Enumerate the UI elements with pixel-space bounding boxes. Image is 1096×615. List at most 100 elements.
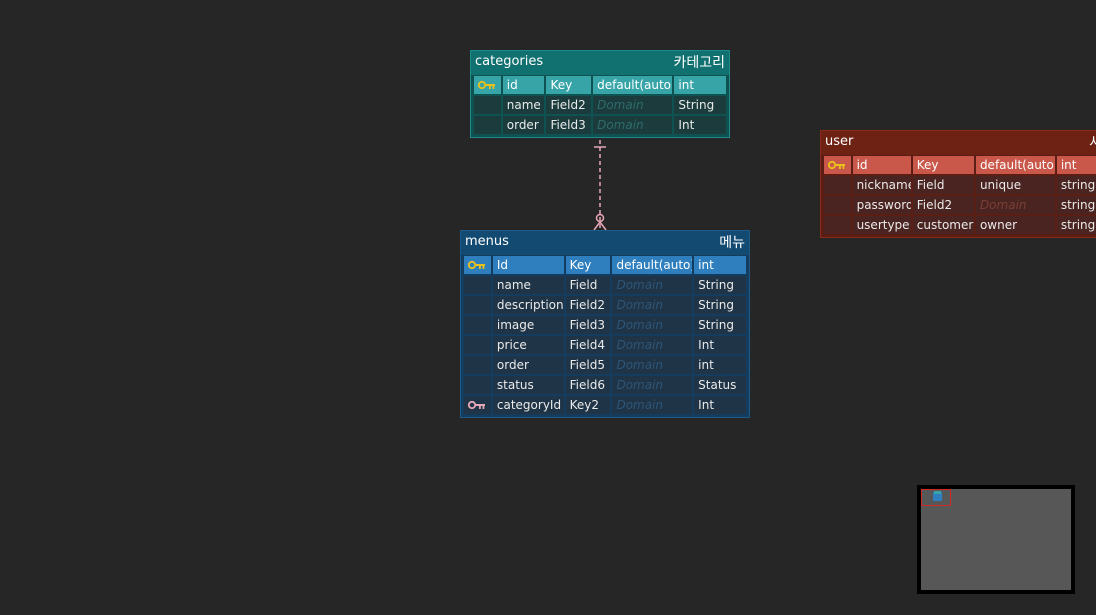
column-type[interactable]: string [1056, 216, 1096, 234]
column-name[interactable]: name [502, 96, 545, 114]
column-domain[interactable]: Domain [612, 276, 693, 294]
column-key[interactable]: Field3 [546, 116, 592, 134]
entity-label: 카테고리 [673, 55, 725, 71]
column-name[interactable]: Id [492, 256, 564, 274]
key-cell [464, 376, 491, 394]
column-domain[interactable]: default(auto) [975, 156, 1055, 174]
minimap[interactable] [917, 485, 1075, 594]
column-domain[interactable]: Domain [612, 376, 693, 394]
column-key[interactable]: Field3 [565, 316, 611, 334]
column-key[interactable]: Field [565, 276, 611, 294]
column-key[interactable]: Key [565, 256, 611, 274]
column-key[interactable]: Key2 [565, 396, 611, 414]
column-domain[interactable]: default(auto) [612, 256, 693, 274]
entity-name: user [825, 134, 854, 149]
key-cell [464, 276, 491, 294]
column-key[interactable]: Field [912, 176, 974, 194]
column-key[interactable]: Field6 [565, 376, 611, 394]
column-domain[interactable]: Domain [612, 336, 693, 354]
column-type[interactable]: Int [694, 396, 746, 414]
entity-header[interactable]: categories 카테고리 [471, 51, 729, 75]
column-type[interactable]: int [694, 356, 746, 374]
column-type[interactable]: string [1056, 176, 1096, 194]
column-name[interactable]: nickname [852, 176, 911, 194]
column-key[interactable]: Field2 [565, 296, 611, 314]
column-name[interactable]: order [502, 116, 545, 134]
entity-header[interactable]: user 사용 [821, 131, 1096, 155]
column-name[interactable]: price [492, 336, 564, 354]
column-key[interactable]: Field2 [912, 196, 974, 214]
column-type[interactable]: String [694, 316, 746, 334]
column-name[interactable]: categoryId [492, 396, 564, 414]
relation-zero-marker [595, 213, 605, 223]
column-type[interactable]: string [1056, 196, 1096, 214]
column-name[interactable]: description [492, 296, 564, 314]
column-type[interactable]: String [694, 276, 746, 294]
column-domain[interactable]: Domain [612, 316, 693, 334]
column-key[interactable]: Field2 [546, 96, 592, 114]
column-name[interactable]: usertype [852, 216, 911, 234]
relation-crowfoot-right [599, 221, 607, 231]
column-domain[interactable]: default(auto) [593, 76, 673, 94]
column-type[interactable]: String [674, 96, 727, 114]
key-cell [474, 96, 501, 114]
column-key[interactable]: Key [912, 156, 974, 174]
column-name[interactable]: name [492, 276, 564, 294]
column-type[interactable]: String [694, 296, 746, 314]
column-name[interactable]: id [502, 76, 545, 94]
column-domain[interactable]: unique [975, 176, 1055, 194]
key-cell [464, 316, 491, 334]
column-domain[interactable]: Domain [612, 296, 693, 314]
column-key[interactable]: Key [546, 76, 592, 94]
column-key[interactable]: Field5 [565, 356, 611, 374]
column-name[interactable]: order [492, 356, 564, 374]
column-name[interactable]: id [852, 156, 911, 174]
column-type[interactable]: int [694, 256, 746, 274]
column-type[interactable]: int [1056, 156, 1096, 174]
entity-label: 사용 [1089, 135, 1096, 151]
primary-key-icon [824, 156, 851, 174]
key-cell [464, 336, 491, 354]
column-key[interactable]: Field4 [565, 336, 611, 354]
column-type[interactable]: Status [694, 376, 746, 394]
key-cell [824, 196, 851, 214]
column-type[interactable]: int [674, 76, 727, 94]
column-domain[interactable]: owner [975, 216, 1055, 234]
entity-header[interactable]: menus 메뉴 [461, 231, 749, 255]
column-name[interactable]: password [852, 196, 911, 214]
column-domain[interactable]: Domain [593, 116, 673, 134]
relation-crowfoot-left [593, 221, 601, 231]
column-domain[interactable]: Domain [612, 396, 693, 414]
key-cell [824, 176, 851, 194]
column-name[interactable]: image [492, 316, 564, 334]
column-name[interactable]: status [492, 376, 564, 394]
column-key[interactable]: customer [912, 216, 974, 234]
column-type[interactable]: Int [694, 336, 746, 354]
entity-label: 메뉴 [719, 235, 745, 251]
minimap-viewport[interactable] [921, 489, 951, 506]
entity-user[interactable]: user 사용 idKeydefault(auto)intnicknameFie… [820, 130, 1096, 238]
column-type[interactable]: Int [674, 116, 727, 134]
column-domain[interactable]: Domain [593, 96, 673, 114]
column-domain[interactable]: Domain [975, 196, 1055, 214]
column-domain[interactable]: Domain [612, 356, 693, 374]
